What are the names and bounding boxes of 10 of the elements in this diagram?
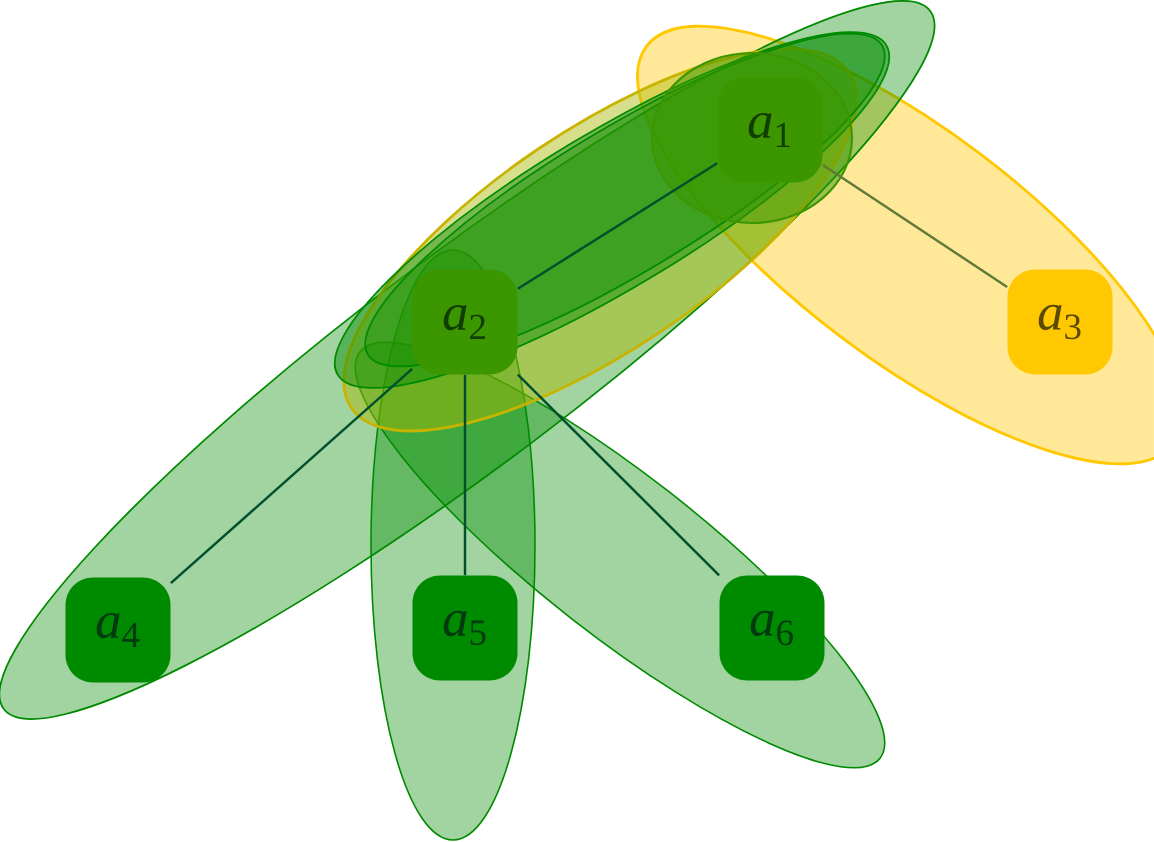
edge-line xyxy=(517,373,720,577)
edge-line xyxy=(822,163,1008,289)
node-box: a$_{5}$ xyxy=(412,575,518,681)
node-box: a$_{1}$ xyxy=(717,77,823,183)
node-box: a$_{4}$ xyxy=(65,577,171,683)
node-box: a$_{3}$ xyxy=(1007,269,1113,375)
node-box: a$_{6}$ xyxy=(719,575,825,681)
node-box: a$_{2}$ xyxy=(412,269,518,375)
edge-line xyxy=(463,374,467,576)
edge-line xyxy=(517,162,718,290)
